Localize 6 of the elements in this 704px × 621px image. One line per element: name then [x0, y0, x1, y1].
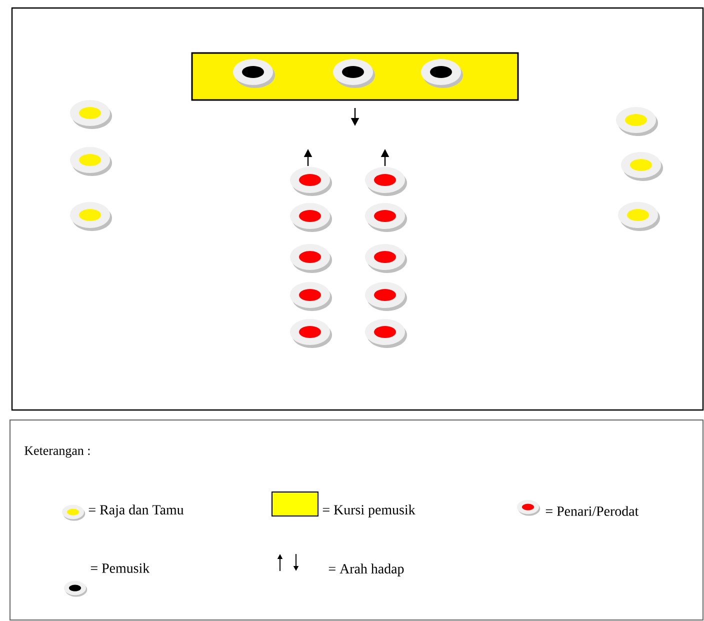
legend-title: Keterangan :: [24, 446, 90, 458]
legend-label: = Raja dan Tamu: [88, 504, 184, 518]
legend-label: = Kursi pemusik: [322, 504, 416, 518]
legend-label: = Pemusik: [90, 563, 150, 573]
legend-label: = Penari/Perodat: [546, 506, 639, 516]
legend-label: = Arah hadap: [328, 564, 404, 576]
